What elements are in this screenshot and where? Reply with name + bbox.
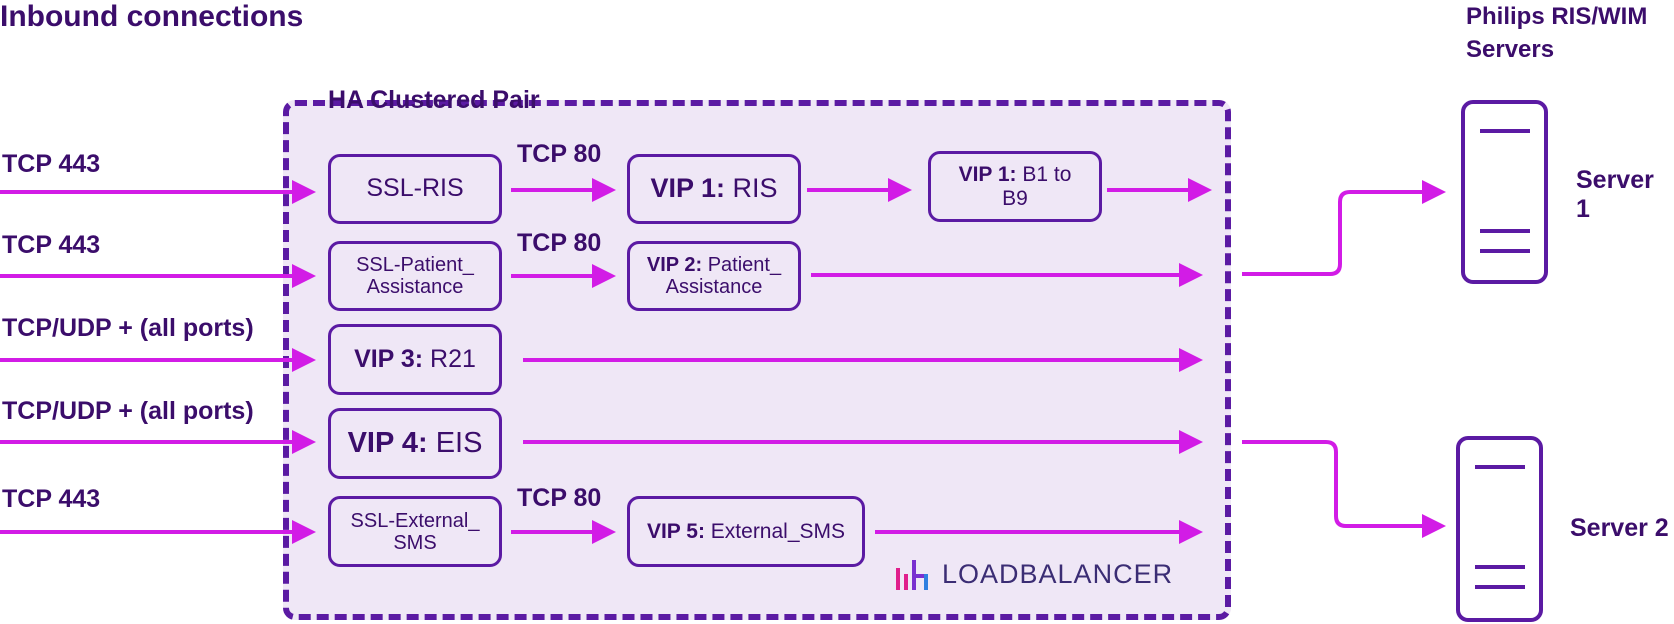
- ssl-external-label-2: SMS: [393, 531, 437, 554]
- tcp80-label-2: TCP 80: [517, 229, 602, 257]
- vip4-text-label: EIS: [435, 426, 483, 459]
- vip1b-text-label-1: B1 to: [1022, 163, 1072, 187]
- loadbalancer-logo-text: LOADBALANCER: [942, 559, 1174, 589]
- vip3-text-label: R21: [430, 344, 476, 373]
- ha-cluster-label: HA Clustered Pair: [328, 86, 540, 114]
- vip5-external-sms-node: VIP 5: External_SMS: [627, 496, 865, 567]
- ssl-patient-assistance-node: SSL-Patient_ Assistance: [328, 241, 502, 311]
- servers-title-line-1: Philips RIS/WIM: [1466, 3, 1648, 30]
- vip2-text-label-2: Assistance: [665, 276, 763, 298]
- vip3-r21-node: VIP 3: R21: [328, 324, 502, 395]
- loadbalancer-logo: LOADBALANCER: [896, 559, 1173, 590]
- vip5-text-label: External_SMS: [710, 519, 846, 543]
- server-2-label: Server 2: [1570, 514, 1669, 542]
- ssl-external-label-1: SSL-External_: [350, 509, 480, 532]
- arrow-to-server-1: [1242, 180, 1446, 276]
- page-title: Inbound connections: [0, 0, 304, 33]
- vip4-eis-node: VIP 4: EIS: [328, 408, 502, 479]
- ssl-patient-label-1: SSL-Patient_: [356, 254, 474, 276]
- tcp80-label-3: TCP 80: [517, 484, 602, 512]
- server-1-label: Server 1: [1576, 166, 1654, 223]
- vip1-bold-label: VIP 1:: [650, 173, 725, 204]
- vip1-ris-node: VIP 1: RIS: [627, 154, 801, 224]
- ssl-external-sms-node: SSL-External_ SMS: [328, 496, 502, 567]
- input-label-5: TCP 443: [2, 485, 101, 513]
- vip2-patient-assistance-node: VIP 2: Patient_ Assistance: [627, 241, 801, 311]
- input-label-4: TCP/UDP + (all ports): [2, 397, 254, 425]
- vip2-text-label-1: Patient_: [707, 254, 782, 276]
- vip1-b1-b9-node: VIP 1: B1 to B9: [928, 151, 1102, 222]
- ssl-patient-label-2: Assistance: [366, 276, 464, 298]
- vip3-bold-label: VIP 3:: [354, 344, 424, 373]
- tcp80-label-1: TCP 80: [517, 140, 602, 168]
- server-1-icon: [1461, 100, 1548, 284]
- ssl-ris-node: SSL-RIS: [328, 154, 502, 224]
- vip5-bold-label: VIP 5:: [646, 519, 705, 543]
- servers-title-line-2: Servers: [1466, 36, 1555, 63]
- vip1b-bold-label: VIP 1:: [958, 163, 1017, 187]
- loadbalancer-logo-icon: [896, 559, 928, 590]
- vip1-text-label: RIS: [732, 173, 778, 204]
- server-2-icon: [1456, 436, 1543, 622]
- input-label-1: TCP 443: [2, 150, 101, 178]
- ssl-ris-label: SSL-RIS: [366, 174, 464, 203]
- servers-title: Philips RIS/WIM Servers: [1466, 0, 1647, 66]
- vip4-bold-label: VIP 4:: [347, 426, 428, 459]
- arrow-to-server-2: [1242, 440, 1446, 538]
- vip2-bold-label: VIP 2:: [646, 254, 703, 276]
- input-label-3: TCP/UDP + (all ports): [2, 314, 254, 342]
- vip1b-text-label-2: B9: [1002, 186, 1028, 210]
- input-label-2: TCP 443: [2, 231, 101, 259]
